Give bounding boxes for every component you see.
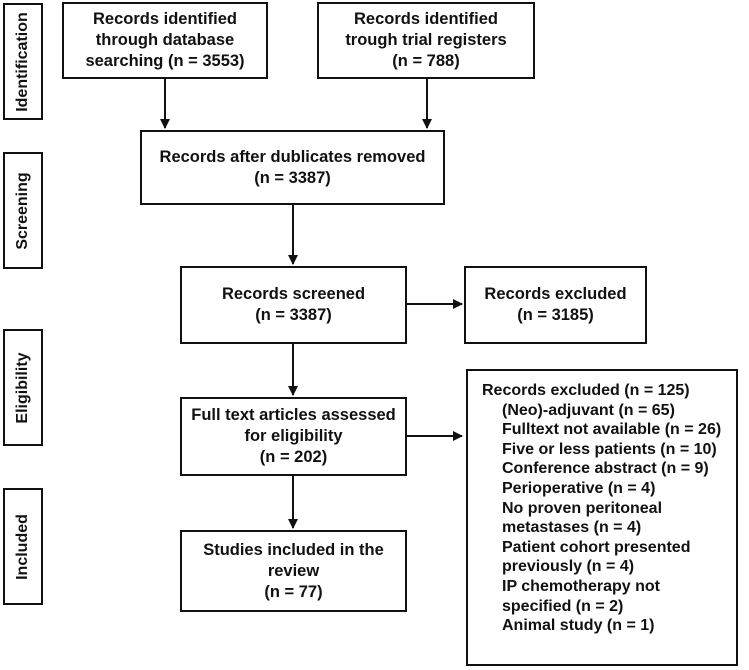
exclusion-item: specified (n = 2): [502, 597, 624, 615]
exclusion-item: Conference abstract (n = 9): [502, 460, 709, 478]
exclusion-item: IP chemotherapy not: [502, 577, 660, 595]
database-line3: searching (n = 3553): [85, 52, 245, 70]
exclusion-item: Perioperative (n = 4): [502, 479, 656, 497]
box-fulltext-assessed: Full text articles assessed for eligibil…: [180, 397, 407, 476]
excluded-line1: Records excluded: [484, 285, 627, 303]
exclusion-item: Animal study (n = 1): [502, 617, 655, 635]
database-line2: through database: [95, 31, 235, 49]
box-records-screened: Records screened (n = 3387): [180, 266, 407, 344]
exclusion-item: No proven peritoneal: [502, 499, 663, 517]
duplicates-line1: Records after dublicates removed: [159, 147, 426, 166]
exclusion-item: Five or less patients (n = 10): [502, 440, 717, 458]
box-duplicates-removed: Records after dublicates removed (n = 33…: [140, 130, 445, 205]
box-records-excluded: Records excluded (n = 3185): [464, 266, 647, 344]
fulltext-line3: (n = 202): [259, 448, 328, 466]
registers-line2: trough trial registers: [345, 31, 507, 49]
included-line3: (n = 77): [264, 582, 323, 601]
exclusion-item: metastases (n = 4): [502, 519, 642, 537]
registers-line3: (n = 788): [392, 52, 460, 70]
exclusions-heading: Records excluded (n = 125): [482, 382, 690, 399]
database-line1: Records identified: [93, 10, 237, 28]
box-fulltext-exclusions: Records excluded (n = 125) (Neo)-adjuvan…: [466, 369, 738, 666]
exclusion-item: Fulltext not available (n = 26): [502, 421, 722, 439]
phase-included: Included: [3, 488, 43, 605]
phase-identification: Identification: [3, 3, 43, 120]
box-database-records: Records identified through database sear…: [62, 2, 268, 79]
fulltext-line2: for eligibility: [244, 427, 343, 445]
included-line1: Studies included in the: [203, 540, 384, 559]
screened-line2: (n = 3387): [255, 306, 332, 324]
excluded-line2: (n = 3185): [517, 306, 594, 324]
box-register-records: Records identified trough trial register…: [317, 2, 535, 79]
phase-eligibility: Eligibility: [3, 329, 43, 446]
duplicates-line2: (n = 3387): [254, 168, 331, 187]
included-line2: review: [267, 561, 320, 580]
registers-line1: Records identified: [354, 10, 498, 28]
exclusion-item: previously (n = 4): [502, 558, 635, 576]
screened-line1: Records screened: [221, 285, 366, 303]
exclusion-item: (Neo)-adjuvant (n = 65): [502, 401, 675, 419]
exclusion-item: Patient cohort presented: [502, 538, 691, 556]
box-studies-included: Studies included in the review (n = 77): [180, 530, 407, 612]
phase-screening: Screening: [3, 152, 43, 269]
fulltext-line1: Full text articles assessed: [191, 406, 396, 424]
